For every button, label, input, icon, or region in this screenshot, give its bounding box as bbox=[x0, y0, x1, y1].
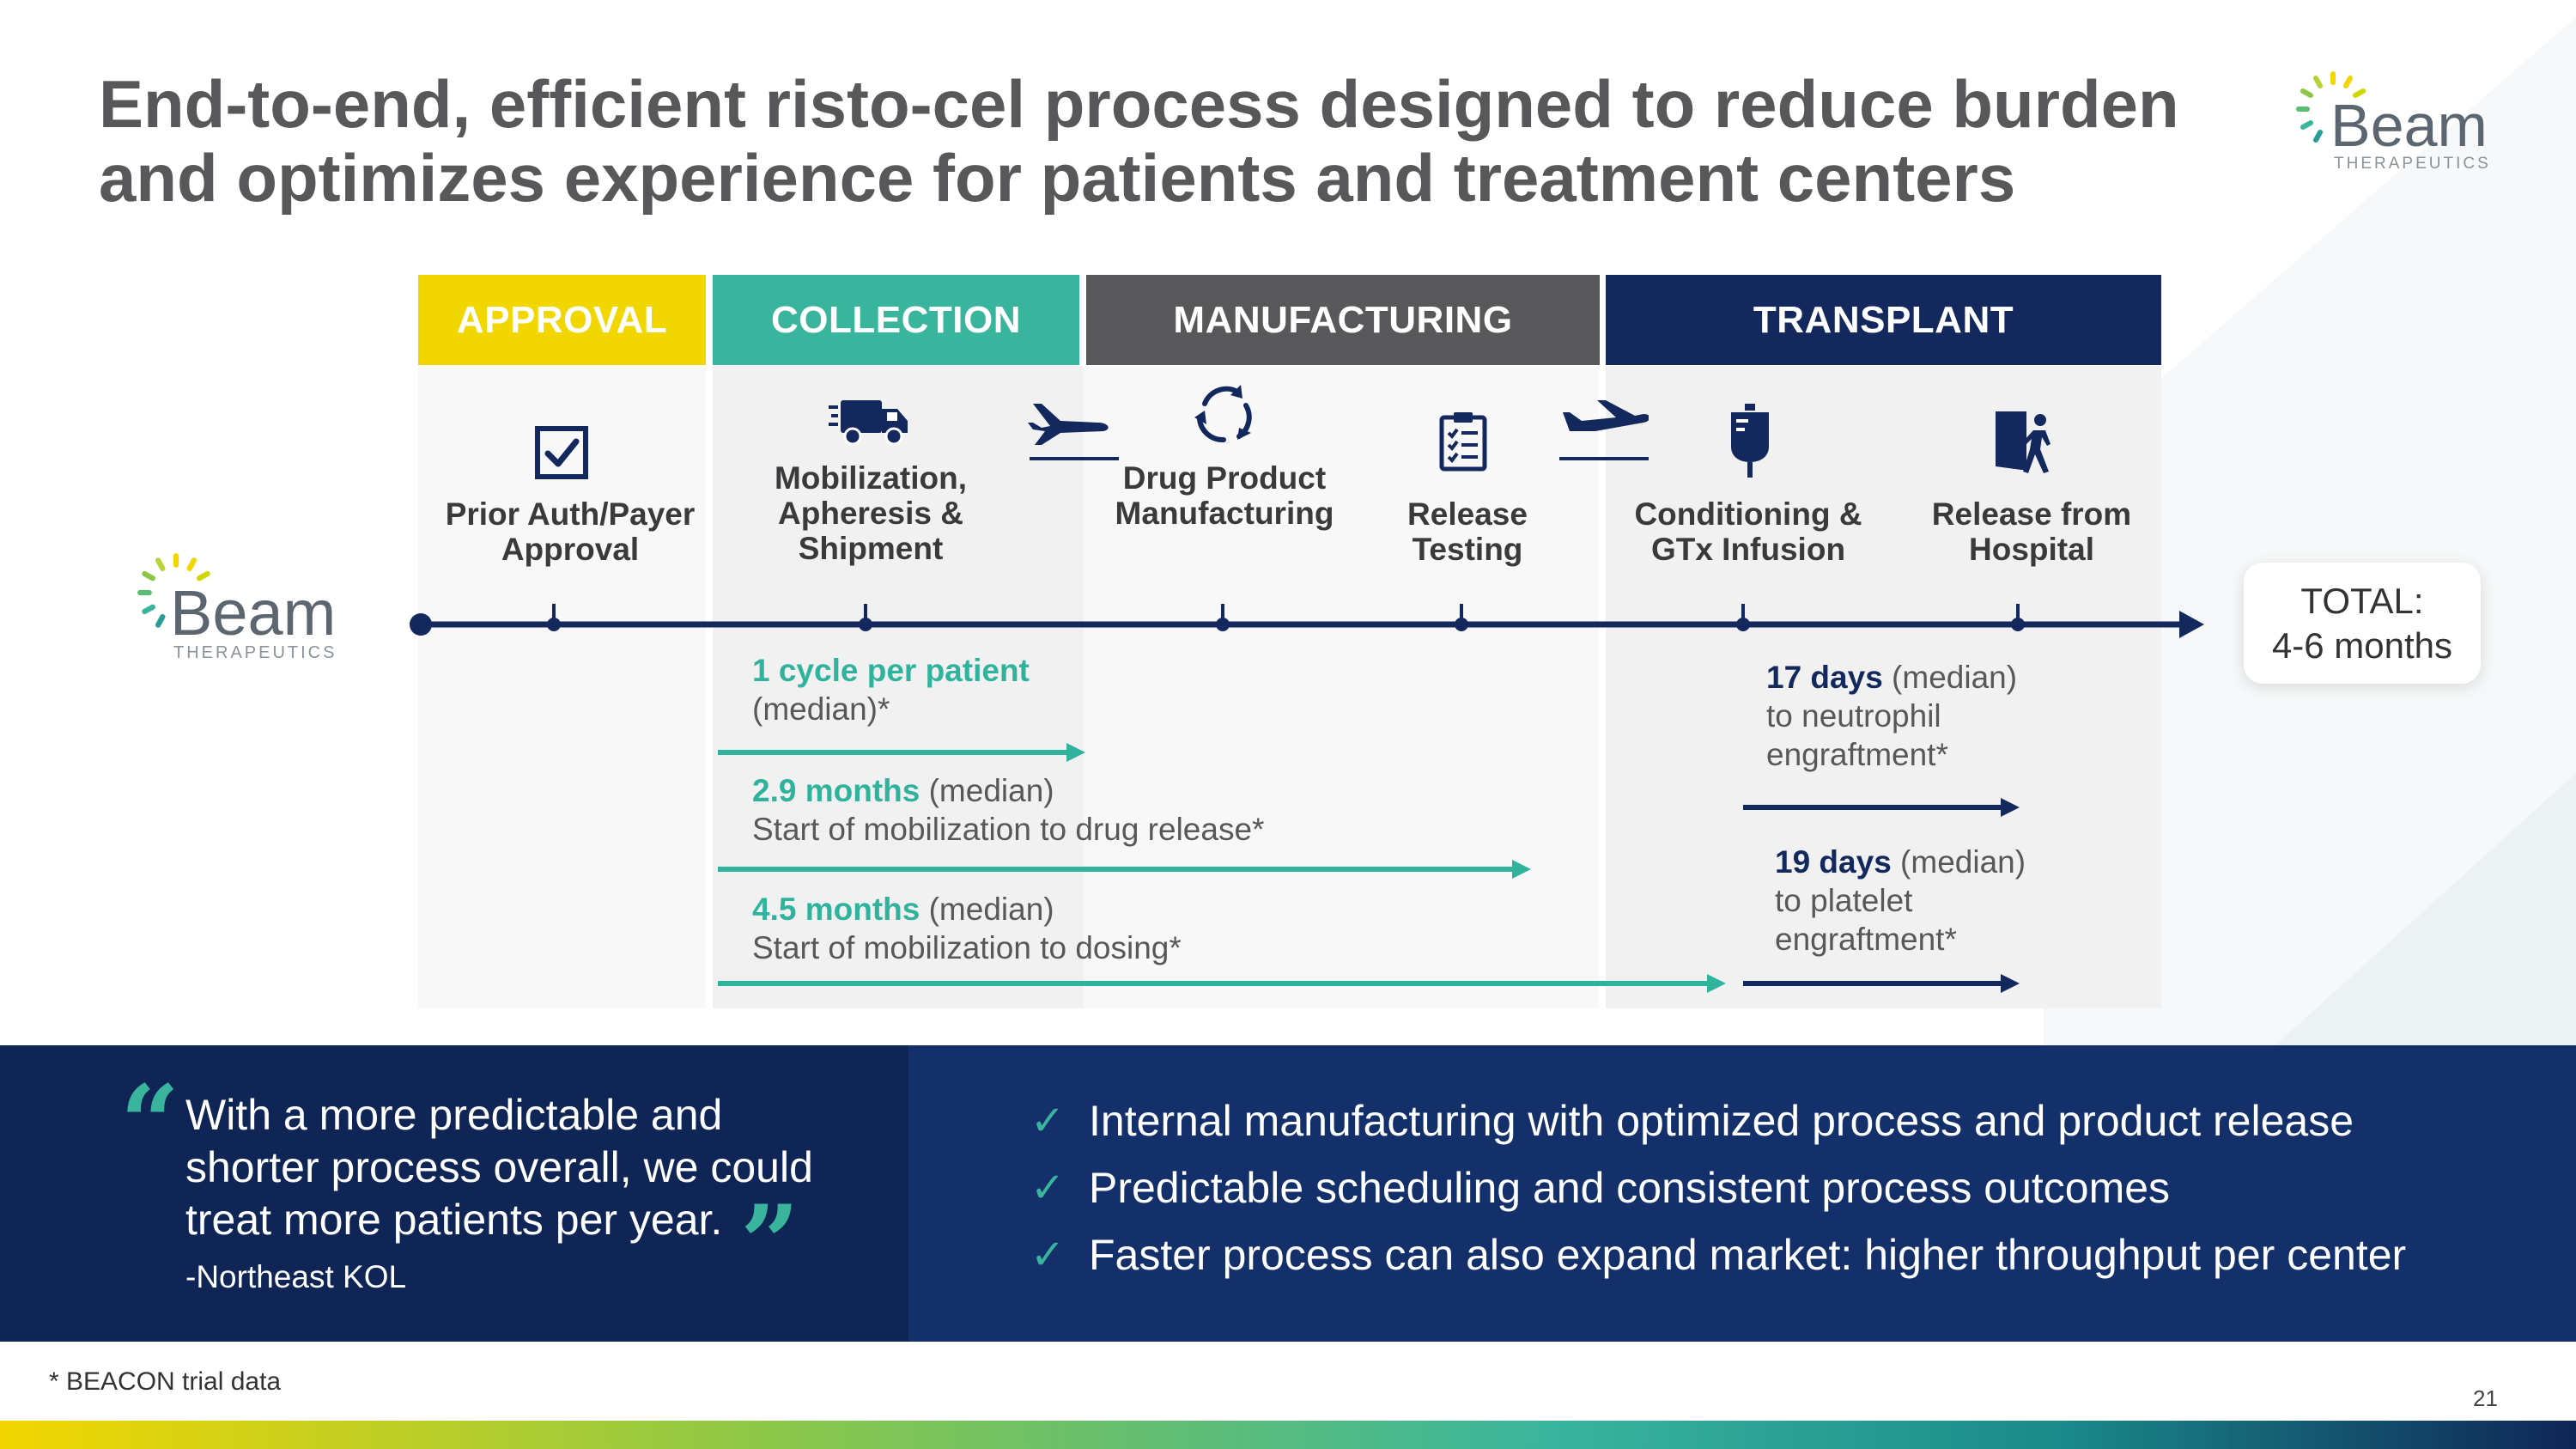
phase-bg-approval bbox=[418, 366, 706, 1008]
bullet-item: ✓ Internal manufacturing with optimized … bbox=[1030, 1096, 2354, 1146]
annotation-drug-release: 2.9 months (median) Start of mobilizatio… bbox=[752, 771, 1264, 849]
logo-wordmark: Beam bbox=[2330, 92, 2488, 159]
bullets-panel bbox=[908, 1045, 2576, 1342]
annotation-platelet-median: (median) bbox=[1891, 844, 2026, 880]
checkmark-icon: ✓ bbox=[1030, 1233, 1066, 1278]
annotation-neutrophil-line3: engraftment* bbox=[1766, 737, 1948, 772]
quote-attribution: -Northeast KOL bbox=[185, 1259, 407, 1294]
annotation-cycle-text: (median)* bbox=[752, 691, 890, 727]
page-number: 21 bbox=[2473, 1385, 2498, 1411]
bullet-text: Faster process can also expand market: h… bbox=[1089, 1231, 2407, 1279]
total-box: TOTAL: 4-6 months bbox=[2244, 563, 2481, 684]
checkmark-icon: ✓ bbox=[1030, 1166, 1066, 1211]
iv-bag-icon bbox=[1731, 404, 1769, 478]
annotation-neutrophil: 17 days (median) to neutrophil engraftme… bbox=[1766, 658, 2017, 774]
sunburst-icon bbox=[2296, 71, 2366, 143]
airplane-icon bbox=[1559, 400, 1649, 460]
logo-subtitle: THERAPEUTICS bbox=[2334, 155, 2491, 173]
annotation-dosing-highlight: 4.5 months bbox=[752, 892, 920, 927]
quote-panel bbox=[0, 1045, 908, 1342]
step-label-conditioning: Conditioning & GTx Infusion bbox=[1634, 496, 1862, 567]
phase-header-transplant: TRANSPLANT bbox=[1606, 275, 2161, 365]
annotation-drug-release-median: (median) bbox=[920, 773, 1054, 808]
phase-bg-collection bbox=[713, 366, 1084, 1008]
annotation-dosing: 4.5 months (median) Start of mobilizatio… bbox=[752, 890, 1182, 967]
open-quote-icon: “ bbox=[120, 1062, 180, 1184]
bullet-item: ✓ Faster process can also expand market:… bbox=[1030, 1230, 2406, 1280]
cycle-icon bbox=[1194, 385, 1252, 443]
logo-wordmark: Beam bbox=[170, 577, 337, 648]
phase-header-manufacturing: MANUFACTURING bbox=[1086, 275, 1600, 365]
bullet-text: Predictable scheduling and consistent pr… bbox=[1089, 1164, 2171, 1212]
annotation-platelet-line3: engraftment* bbox=[1775, 922, 1957, 957]
beam-logo-left: Beam THERAPEUTICS bbox=[136, 552, 359, 664]
annotation-cycle-highlight: 1 cycle per patient bbox=[752, 653, 1030, 688]
checkbox-icon bbox=[535, 426, 588, 479]
beam-logo-top: Beam THERAPEUTICS bbox=[2294, 70, 2509, 174]
phase-bg-transplant bbox=[1606, 366, 2161, 1008]
annotation-neutrophil-highlight: 17 days bbox=[1766, 660, 1883, 695]
bullet-text: Internal manufacturing with optimized pr… bbox=[1089, 1097, 2354, 1145]
checkmark-icon: ✓ bbox=[1030, 1099, 1066, 1144]
annotation-neutrophil-line2: to neutrophil bbox=[1766, 698, 1941, 734]
step-label-drug-manufacturing: Drug Product Manufacturing bbox=[1115, 460, 1334, 531]
total-label: TOTAL: bbox=[2300, 580, 2424, 621]
phase-header-approval: APPROVAL bbox=[418, 275, 706, 365]
step-label-prior-auth: Prior Auth/Payer Approval bbox=[445, 496, 696, 567]
annotation-drug-release-text: Start of mobilization to drug release* bbox=[752, 812, 1265, 847]
annotation-neutrophil-median: (median) bbox=[1882, 660, 2018, 695]
total-value: 4-6 months bbox=[2271, 624, 2453, 666]
step-label-mobilization: Mobilization, Apheresis & Shipment bbox=[774, 460, 968, 566]
slide-title: End-to-end, efficient risto-cel process … bbox=[99, 66, 2179, 216]
annotation-dosing-median: (median) bbox=[920, 892, 1054, 927]
step-label-release-hospital: Release from Hospital bbox=[1931, 496, 2132, 567]
bottom-gradient-bar bbox=[0, 1421, 2576, 1449]
annotation-platelet-highlight: 19 days bbox=[1775, 844, 1892, 880]
logo-subtitle: THERAPEUTICS bbox=[173, 643, 337, 662]
annotation-cycle: 1 cycle per patient (median)* bbox=[752, 651, 1030, 728]
truck-icon bbox=[829, 400, 908, 446]
bullet-item: ✓ Predictable scheduling and consistent … bbox=[1030, 1163, 2170, 1213]
airplane-icon bbox=[1028, 404, 1119, 460]
phase-header-collection: COLLECTION bbox=[713, 275, 1079, 365]
step-label-release-testing: Release Testing bbox=[1407, 496, 1528, 567]
annotation-platelet: 19 days (median) to platelet engraftment… bbox=[1775, 843, 2026, 959]
exit-icon bbox=[1996, 411, 2050, 473]
close-quote-icon: ” bbox=[740, 1183, 800, 1304]
phase-bg-manufacturing bbox=[1084, 366, 1599, 1008]
clipboard-icon bbox=[1439, 412, 1487, 472]
annotation-drug-release-highlight: 2.9 months bbox=[752, 773, 920, 808]
footnote: * BEACON trial data bbox=[49, 1367, 282, 1396]
quote-text: With a more predictable and shorter proc… bbox=[185, 1091, 813, 1244]
annotation-platelet-line2: to platelet bbox=[1775, 883, 1913, 918]
sunburst-icon bbox=[137, 553, 210, 628]
annotation-dosing-text: Start of mobilization to dosing* bbox=[752, 930, 1182, 965]
